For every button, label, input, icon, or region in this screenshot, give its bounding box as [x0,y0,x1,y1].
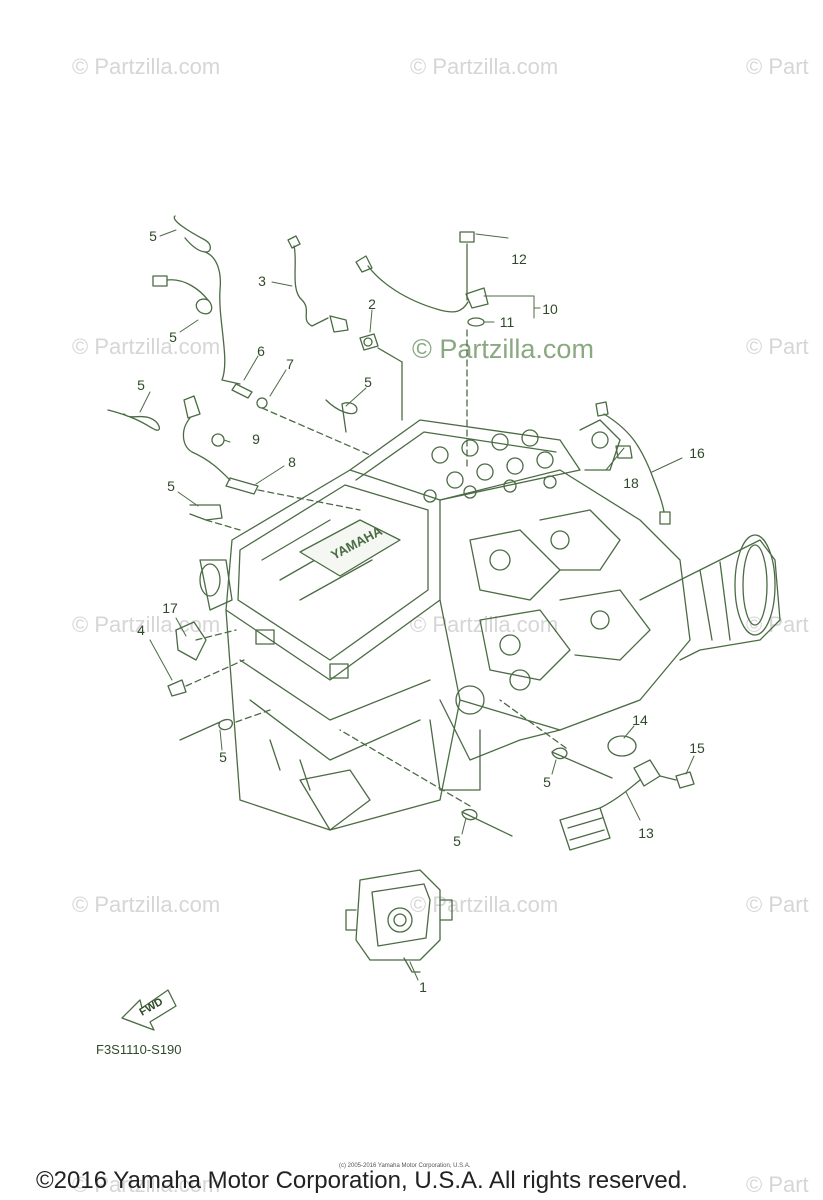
leader-lines [139,229,695,981]
watermark: © Partzilla.com [72,1172,221,1197]
callout-16: 16 [689,445,705,461]
callout-12: 12 [511,251,527,267]
callout-1: 1 [419,979,427,995]
footer-small-copyright: (c) 2005-2016 Yamaha Motor Corporation, … [339,1163,471,1169]
callout-14: 14 [632,712,648,728]
callout-4: 4 [137,622,145,638]
sensor-10 [355,231,489,471]
callout-6: 6 [257,343,265,359]
watermark: © Part [746,1172,809,1197]
sensor-6-7 [231,383,371,456]
watermark: © Partzilla.com [410,612,559,637]
clamp-5-lower-left [179,709,271,741]
callout-5: 5 [219,749,227,765]
callout-11: 11 [499,314,515,330]
watermark-center: © Partzilla.com [412,334,594,364]
sensor-16-18 [595,401,671,525]
camshaft-caps [423,429,557,503]
sensor-harness-left [107,395,361,511]
clamp-5-mid [189,399,358,531]
callout-5: 5 [453,833,461,849]
clamp-5-lower [339,699,613,837]
fwd-arrow-icon [121,989,177,1031]
engine-assembly [199,419,781,831]
callout-7: 7 [286,356,294,372]
watermark: © Partzilla.com [410,892,559,917]
callout-5: 5 [543,774,551,790]
callout-5: 5 [149,228,157,244]
watermark: © Part [746,892,809,917]
watermark: © Part [746,54,809,79]
callout-3: 3 [258,273,266,289]
callout-15: 15 [689,740,705,756]
callout-5: 5 [137,377,145,393]
callout-9: 9 [252,431,260,447]
sensor-2 [359,333,403,421]
sensor-3 [287,235,349,333]
watermark: © Part [746,334,809,359]
sensor-harness-5-upper [152,215,241,385]
sensor-13-14-15 [559,735,695,851]
callout-8: 8 [288,454,296,470]
callout-2: 2 [368,296,376,312]
callout-5: 5 [169,329,177,345]
callout-13: 13 [638,825,654,841]
callout-18: 18 [623,475,639,491]
drawing-code: F3S1110-S190 [96,1042,182,1057]
footer-copyright: ©2016 Yamaha Motor Corporation, U.S.A. A… [36,1167,688,1194]
callout-10: 10 [542,301,558,317]
watermark: © Partzilla.com [72,54,221,79]
watermark: © Partzilla.com [410,54,559,79]
watermark: © Partzilla.com [72,892,221,917]
callout-17: 17 [162,600,178,616]
callout-5: 5 [364,374,372,390]
bracket-4-17 [167,621,245,697]
watermark: © Partzilla.com [72,334,221,359]
throttle-body-1 [345,869,453,973]
callout-5: 5 [167,478,175,494]
